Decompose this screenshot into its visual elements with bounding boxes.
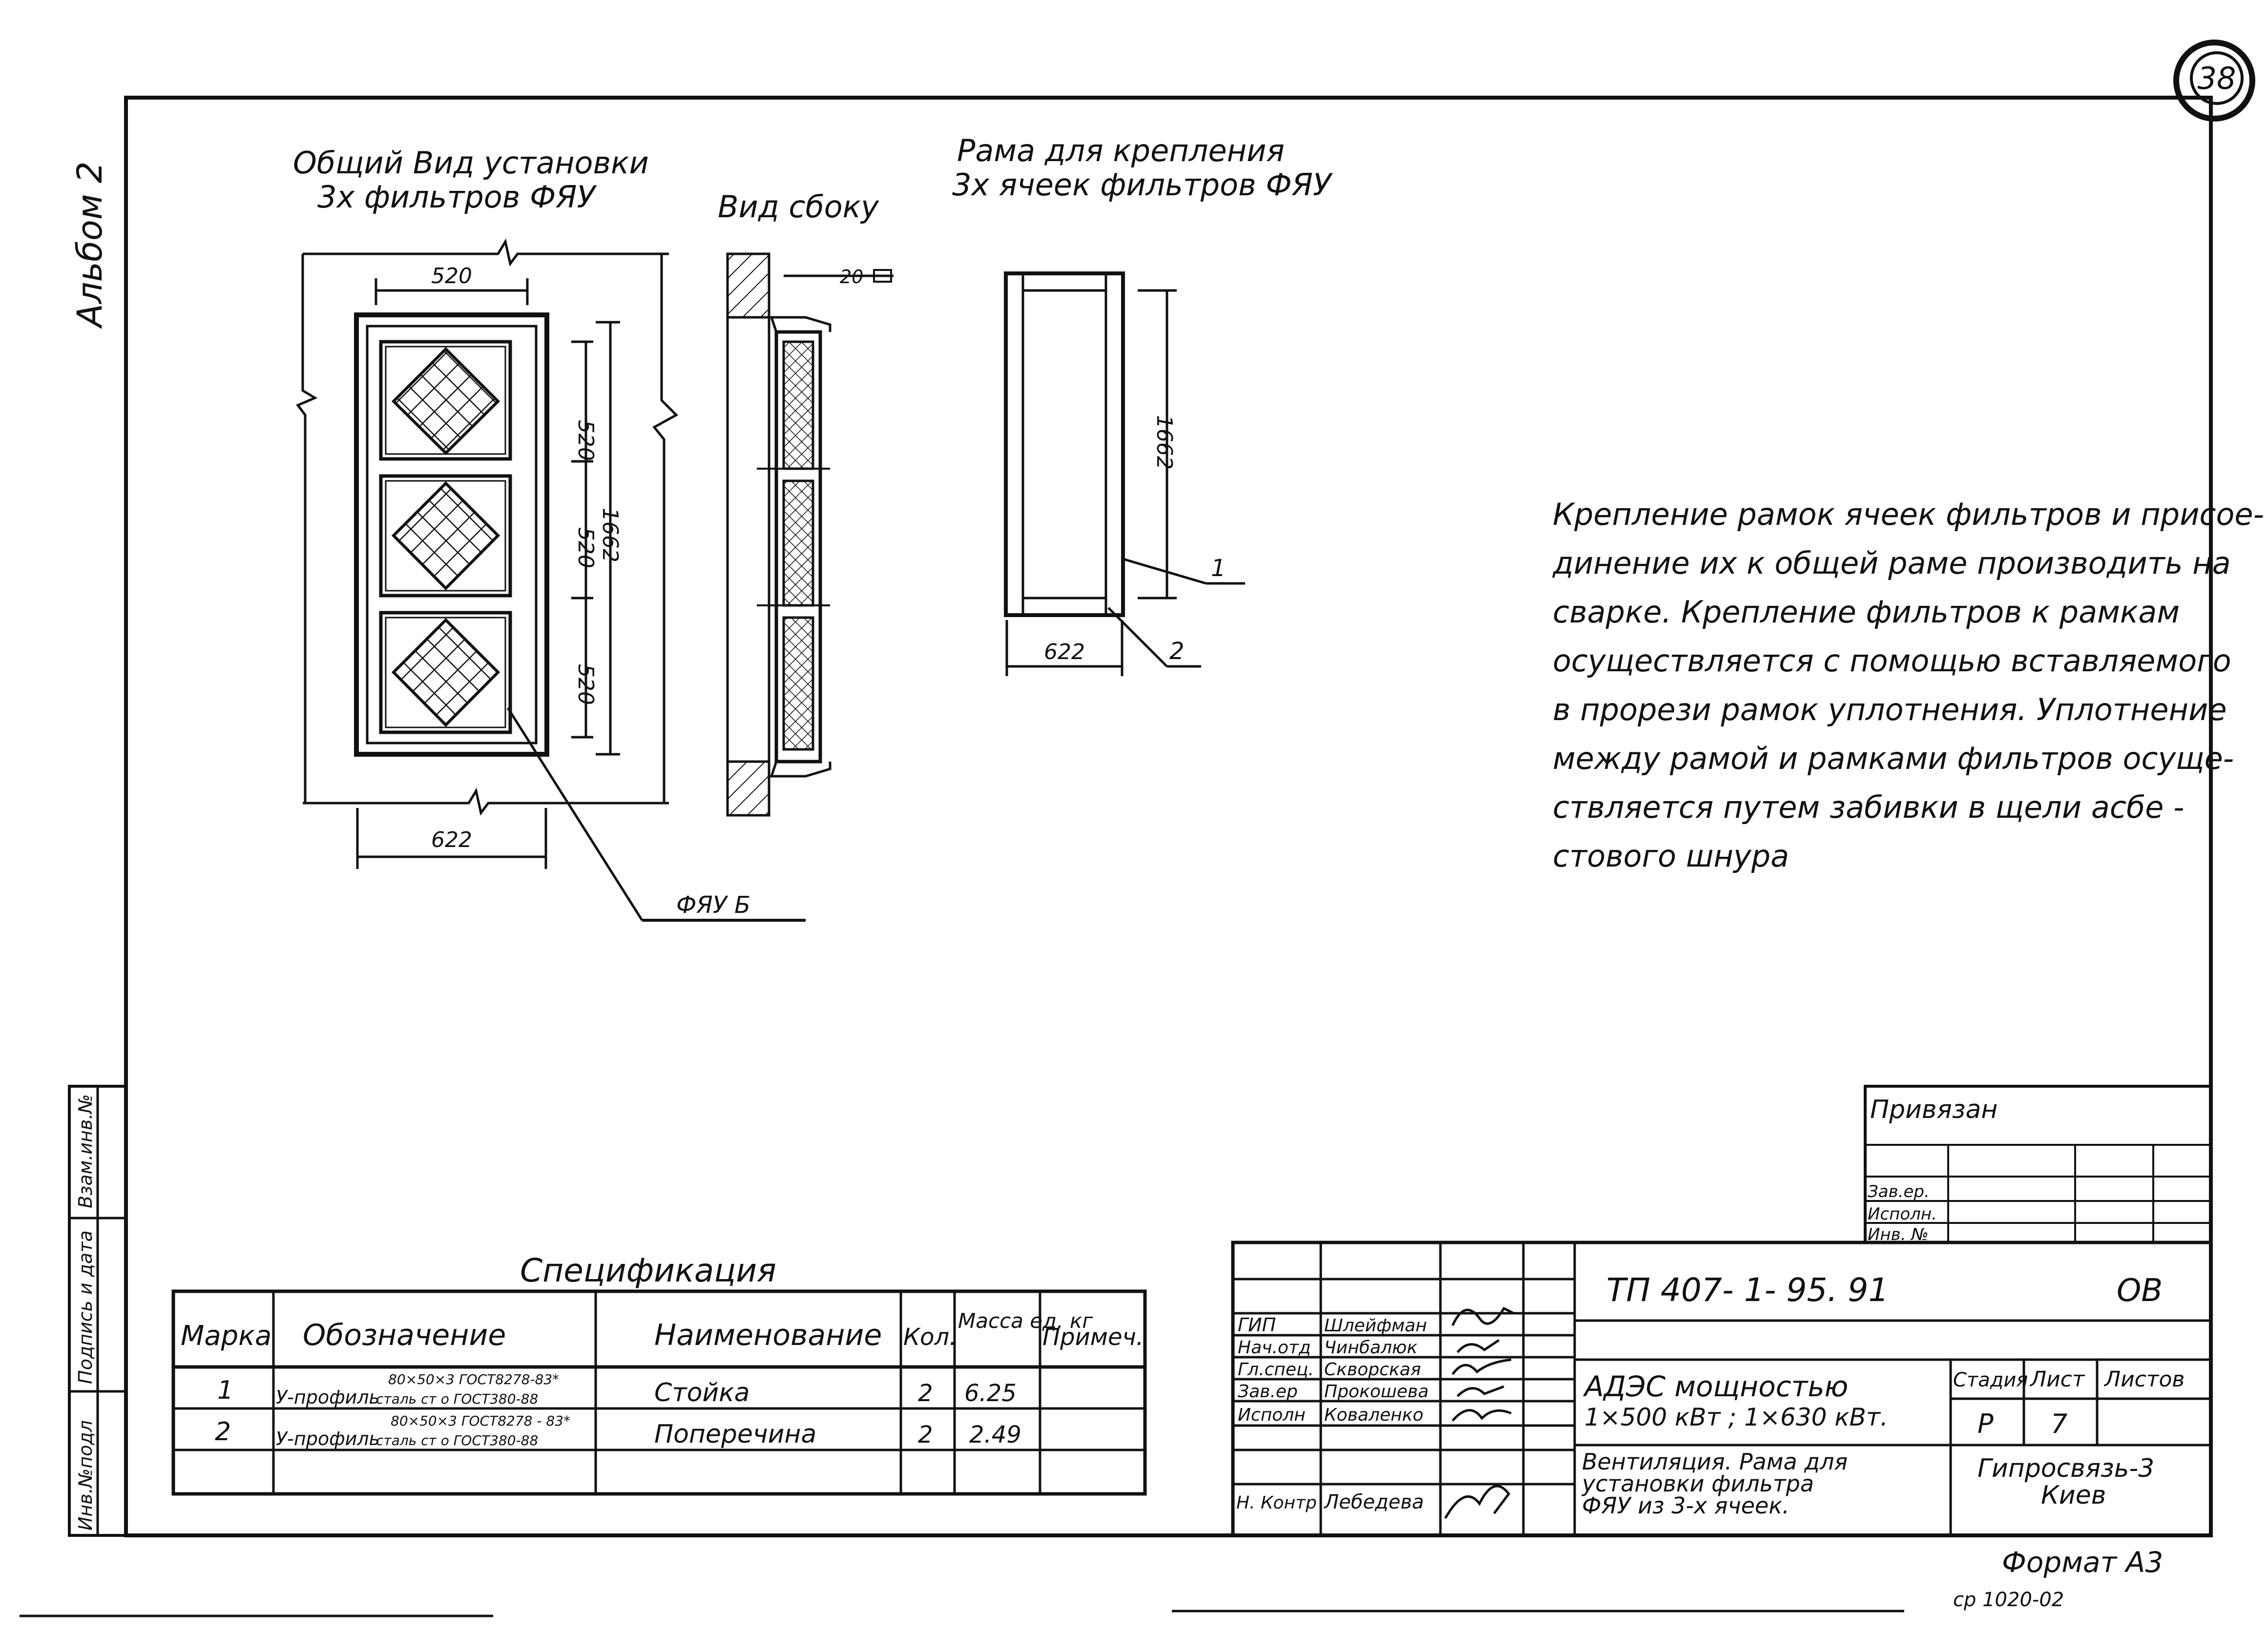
spec-r2-mark: 2 <box>215 1417 231 1447</box>
signer-role-5: Исполн <box>1238 1405 1306 1425</box>
object-line-2: 1×500 кВт ; 1×630 кВт. <box>1584 1403 1888 1431</box>
spec-h-desig: Обозначение <box>303 1318 506 1352</box>
drawing-line-3: ФЯУ из 3-х ячеек. <box>1582 1492 1789 1519</box>
privyazan-ispoln: Исполн. <box>1868 1204 1937 1224</box>
dim-cell-2: 520 <box>573 527 598 568</box>
signer-name-2: Чинбалюк <box>1324 1338 1417 1358</box>
stage-value: Р <box>1977 1408 1994 1439</box>
note-line-1: Крепление рамок ячеек фильтров и присое- <box>1553 496 2264 532</box>
note-line-4: осуществляется с помощью вставляемого <box>1553 643 2231 679</box>
org-line-2: Киев <box>2041 1481 2106 1510</box>
sheet-number: 38 <box>2198 61 2236 96</box>
sheet-header: Лист <box>2029 1367 2085 1392</box>
dim-frame-622: 622 <box>1044 640 1085 664</box>
spec-r2-desig-top: 80×50×3 ГОСТ8278 - 83* <box>391 1413 570 1429</box>
callout-2: 2 <box>1169 638 1185 665</box>
spec-r1-name: Стойка <box>654 1378 749 1407</box>
privyazan-zav: Зав.ер. <box>1868 1182 1930 1201</box>
spec-r1-mass: 6.25 <box>964 1380 1017 1407</box>
spec-h-mark: Марка <box>181 1320 271 1352</box>
object-line-1: АДЭС мощностью <box>1582 1370 1848 1403</box>
strip-podpis: Подпись и дата <box>75 1230 96 1384</box>
drawing-line-2: установки фильтра <box>1581 1470 1814 1497</box>
side-strip: Взам.инв.№ Подпись и дата Инв.№подл <box>68 1085 127 1537</box>
callout-1: 1 <box>1211 555 1226 582</box>
dim-frame-1662: 1662 <box>1152 415 1177 470</box>
dim-top-520: 520 <box>431 264 472 289</box>
signer-name-7: Лебедева <box>1323 1491 1424 1513</box>
note-line-8: стового шнура <box>1553 838 1789 874</box>
spec-r1-desig: У-профиль <box>276 1386 380 1408</box>
sheet-value: 7 <box>2051 1408 2067 1439</box>
note-line-2: динение их к общей раме производить на <box>1552 545 2231 581</box>
note-line-3: сварке. Крепление фильтров к рамкам <box>1553 594 2180 630</box>
dim-cell-1: 520 <box>573 420 598 461</box>
frame-title-2: 3х ячеек фильтров ФЯУ <box>952 167 1333 203</box>
stage-header: Стадия <box>1953 1369 2028 1391</box>
signer-name-5: Коваленко <box>1324 1405 1423 1425</box>
note-line-5: в прорези рамок уплотнения. Уплотнение <box>1553 692 2227 727</box>
side-title: Вид сбоку <box>718 189 879 225</box>
general-title-1: Общий Вид установки <box>293 145 649 181</box>
signer-role-7: Н. Контр <box>1236 1493 1317 1513</box>
spec-r2-mass: 2.49 <box>969 1421 1021 1448</box>
general-title-2: 3х фильтров ФЯУ <box>317 179 597 215</box>
signer-role-4: Зав.ер <box>1238 1382 1298 1402</box>
signatures <box>1444 1306 1515 1519</box>
dim-total-1662: 1662 <box>598 508 623 562</box>
note-line-7: ствляется путем забивки в щели асбе - <box>1553 789 2184 825</box>
spec-r1-desig-bottom: сталь ст о ГОСТ380-88 <box>376 1391 538 1407</box>
signer-name-4: Прокошева <box>1324 1382 1429 1402</box>
footer-code: ср 1020-02 <box>1953 1589 2064 1611</box>
org-line-1: Гипросвязь-3 <box>1977 1454 2154 1483</box>
spec-h-note: Примеч. <box>1042 1324 1144 1351</box>
sheet-number-badge: 38 <box>2173 40 2255 122</box>
spec-r2-desig-bottom: сталь ст о ГОСТ380-88 <box>376 1432 538 1448</box>
drawing-line-1: Вентиляция. Рама для <box>1582 1448 1848 1475</box>
spec-r2-name: Поперечина <box>654 1420 816 1449</box>
spec-r1-qty: 2 <box>918 1380 933 1407</box>
spec-table: Спецификация Марка Обозначение Наименова… <box>171 1252 1147 1496</box>
general-view: Общий Вид установки 3х фильтров ФЯУ 520 <box>293 145 806 922</box>
filter-callout: ФЯУ Б <box>676 891 750 919</box>
spec-r1-mark: 1 <box>217 1376 233 1405</box>
title-block: ГИП Шлейфман Нач.отд Чинбалюк Гл.спец. С… <box>1231 1241 2213 1537</box>
signer-name-1: Шлейфман <box>1324 1316 1427 1336</box>
spec-title: Спецификация <box>520 1252 776 1289</box>
strip-inv: Инв.№подл <box>75 1420 96 1531</box>
signer-role-2: Нач.отд <box>1238 1338 1311 1358</box>
privyazan-block: Привязан Зав.ер. Исполн. Инв. № <box>1864 1085 2212 1244</box>
signer-name-3: Скворская <box>1324 1360 1421 1380</box>
note-line-6: между рамой и рамками фильтров осуще- <box>1553 741 2234 776</box>
notes-block: Крепление рамок ячеек фильтров и присое-… <box>1552 496 2264 874</box>
signer-role-3: Гл.спец. <box>1238 1360 1314 1380</box>
spec-h-name: Наименование <box>654 1318 882 1352</box>
section: ОВ <box>2117 1273 2163 1309</box>
dim-gap-20: 20 <box>840 266 863 288</box>
frame-view: Рама для крепления 3х ячеек фильтров ФЯУ… <box>952 133 1333 676</box>
dim-bottom-622: 622 <box>431 827 472 852</box>
spec-r2-desig: У-профиль <box>276 1428 380 1449</box>
privyazan-title: Привязан <box>1870 1095 1998 1124</box>
sheet-frame <box>20 96 2213 1617</box>
sheets-header: Листов <box>2103 1367 2185 1392</box>
dim-cell-3: 520 <box>573 664 598 705</box>
spec-h-qty: Кол. <box>903 1324 957 1351</box>
strip-vzam: Взам.инв.№ <box>75 1094 96 1208</box>
spec-h-mass: Масса ед, кг <box>958 1309 1093 1333</box>
code: ТП 407- 1- 95. 91 <box>1606 1271 1889 1309</box>
side-view: Вид сбоку 20 <box>718 189 894 817</box>
frame-title-1: Рама для крепления <box>957 133 1285 168</box>
album-label: Альбом 2 <box>70 162 110 329</box>
signer-role-1: ГИП <box>1238 1314 1276 1336</box>
format-label: Формат А3 <box>2002 1546 2163 1579</box>
spec-r1-desig-top: 80×50×3 ГОСТ8278-83* <box>388 1371 559 1387</box>
spec-r2-qty: 2 <box>918 1421 933 1448</box>
